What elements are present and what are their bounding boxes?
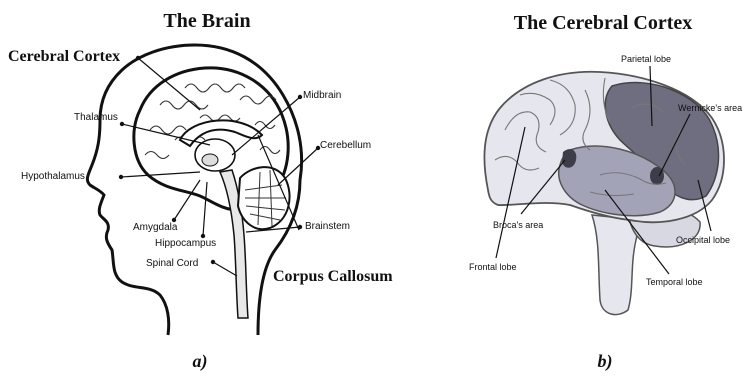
cerebellum-shape bbox=[238, 167, 290, 229]
panel-a: The Brain bbox=[8, 10, 393, 372]
label-cerebral-cortex: Cerebral Cortex bbox=[8, 48, 120, 65]
label-brocas-area: Broca's area bbox=[493, 220, 543, 230]
label-amygdala: Amygdala bbox=[133, 222, 178, 233]
panel-b: The Cerebral Cortex bbox=[469, 12, 742, 372]
panel-a-caption: a) bbox=[193, 351, 208, 372]
label-spinal-cord: Spinal Cord bbox=[146, 258, 198, 269]
label-thalamus: Thalamus bbox=[74, 112, 118, 123]
label-brainstem: Brainstem bbox=[305, 221, 350, 232]
label-hypothalamus: Hypothalamus bbox=[21, 171, 85, 182]
label-wernickes-area: Wernicke's area bbox=[678, 103, 742, 113]
panel-b-title: The Cerebral Cortex bbox=[514, 12, 692, 34]
label-hippocampus: Hippocampus bbox=[155, 238, 216, 249]
label-cerebellum: Cerebellum bbox=[320, 140, 371, 151]
label-corpus-callosum: Corpus Callosum bbox=[273, 268, 393, 285]
panel-b-caption: b) bbox=[598, 351, 613, 372]
label-temporal-lobe: Temporal lobe bbox=[646, 277, 703, 287]
label-parietal-lobe: Parietal lobe bbox=[621, 54, 671, 64]
label-occipital-lobe: Occipital lobe bbox=[676, 235, 730, 245]
label-midbrain: Midbrain bbox=[303, 90, 341, 101]
panel-a-title: The Brain bbox=[163, 10, 250, 32]
label-frontal-lobe: Frontal lobe bbox=[469, 262, 517, 272]
